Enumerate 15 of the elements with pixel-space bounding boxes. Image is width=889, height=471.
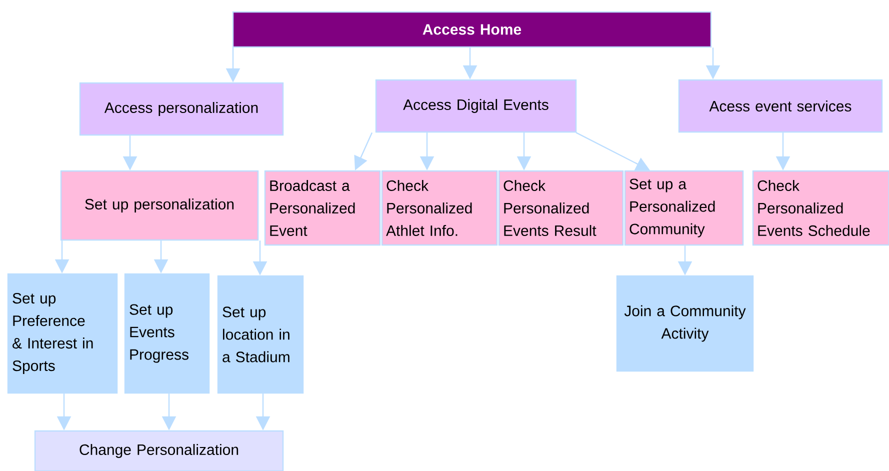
process-box: Set up Preference & Interest in Sports xyxy=(7,273,118,394)
process-box: Check Personalized Events Schedule xyxy=(752,170,889,246)
process-box: Set up a Personalized Community xyxy=(624,170,744,246)
process-box: Change Personalization xyxy=(34,430,284,471)
process-box: Access personalization xyxy=(79,82,284,136)
process-box: Acess event services xyxy=(678,79,883,133)
process-box: Join a Community Activity xyxy=(616,275,754,372)
process-box: Set up personalization xyxy=(60,170,259,241)
process-box: Set up Events Progress xyxy=(124,273,210,394)
process-box: Access Digital Events xyxy=(375,79,577,133)
process-box: Check Personalized Events Result xyxy=(498,170,624,246)
process-box: Check Personalized Athlet Info. xyxy=(381,170,498,246)
title-box: Access Home xyxy=(232,11,712,48)
process-box: Set up location in a Stadium xyxy=(217,275,304,394)
process-box: Broadcast a Personalized Event xyxy=(264,170,381,246)
